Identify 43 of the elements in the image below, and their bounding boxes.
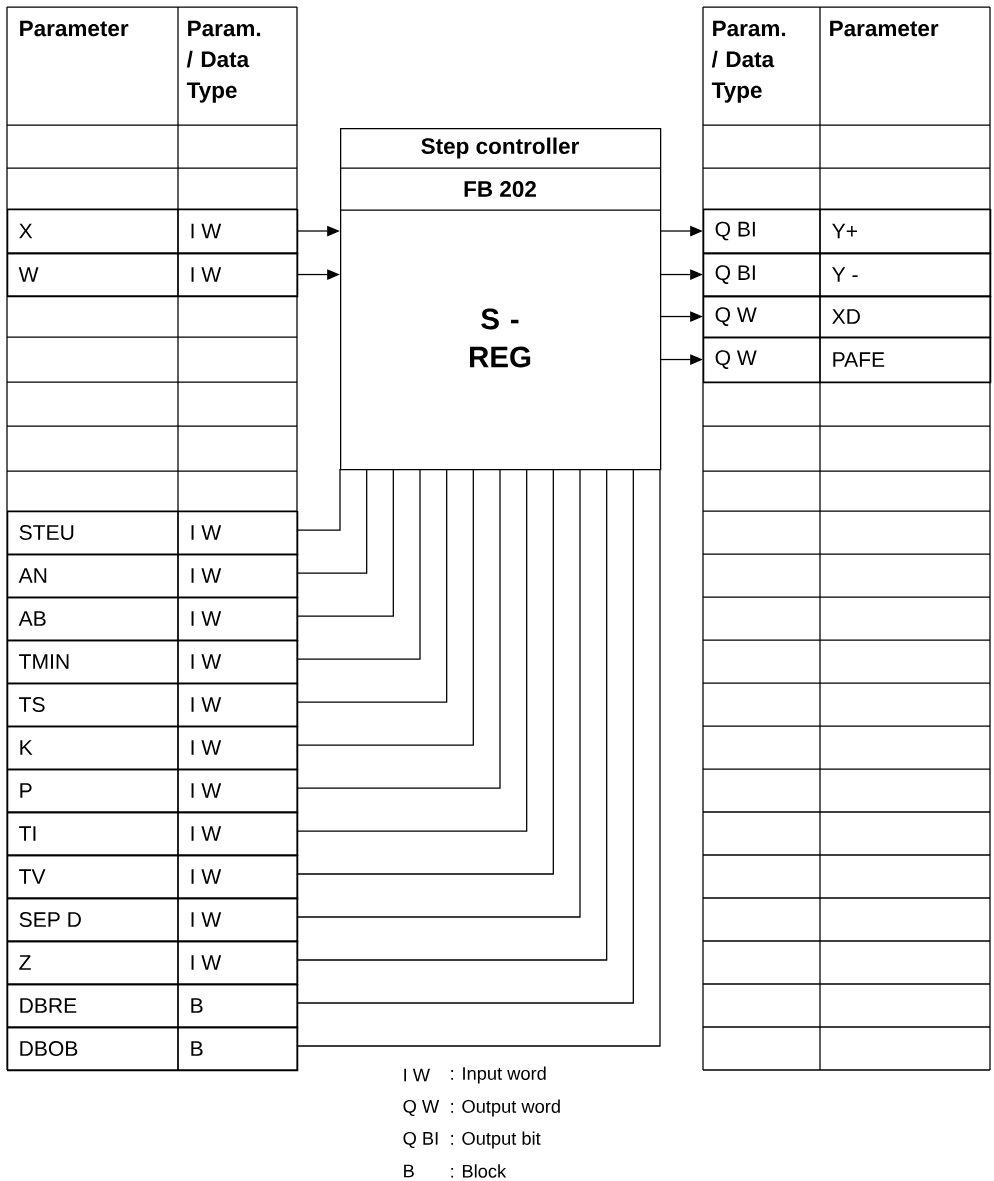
key-description: : Output word — [451, 1099, 560, 1117]
table-row: DBOB B — [7, 1026, 299, 1072]
table-row: SEP D I W — [7, 897, 299, 943]
connector-line — [296, 468, 581, 918]
connector-line — [296, 468, 341, 531]
key-description: : Block — [451, 1164, 507, 1178]
table-row: X I W — [7, 208, 299, 255]
table-row: K I W — [7, 725, 299, 771]
column-header: Param. / Data Type — [186, 20, 261, 103]
connector-line — [296, 468, 394, 617]
table-row: W I W — [7, 252, 299, 298]
connector-line — [296, 468, 501, 789]
table-row: Q W XD — [703, 295, 992, 339]
table-row: TI I W — [7, 811, 299, 857]
column-header: Param. / Data Type — [711, 20, 786, 103]
key-abbreviation: I W — [404, 1068, 430, 1082]
connector-line — [296, 468, 368, 574]
connector-line — [296, 468, 554, 875]
connector-line — [296, 468, 528, 832]
connector-line — [296, 468, 421, 660]
table-row: Q BI Y - — [703, 252, 992, 298]
table-row: Q W PAFE — [703, 336, 992, 384]
table-row: TMIN I W — [7, 639, 299, 685]
connector-line — [296, 468, 608, 961]
table-row: TS I W — [7, 682, 299, 728]
key-description: : Output bit — [451, 1131, 541, 1149]
table-row: AB I W — [7, 596, 299, 642]
connector-line — [296, 468, 474, 746]
key-abbreviation: Q W — [403, 1099, 440, 1117]
table-row: Q BI Y+ — [703, 208, 992, 255]
connector-line — [296, 468, 448, 703]
table-row: Z I W — [7, 940, 299, 986]
column-header: Parameter — [830, 20, 939, 37]
key-abbreviation: Q BI — [403, 1131, 438, 1149]
function-block: Step controller FB 202 S - REG — [339, 128, 662, 471]
column-header: Parameter — [20, 20, 129, 37]
table-row: P I W — [7, 768, 299, 814]
table-row: DBRE B — [7, 983, 299, 1029]
table-row: AN I W — [7, 553, 299, 599]
table-row: TV I W — [7, 854, 299, 900]
key-description: : Input word — [451, 1066, 546, 1084]
table-row: STEU I W — [7, 510, 299, 556]
key-abbreviation: B — [404, 1164, 414, 1178]
